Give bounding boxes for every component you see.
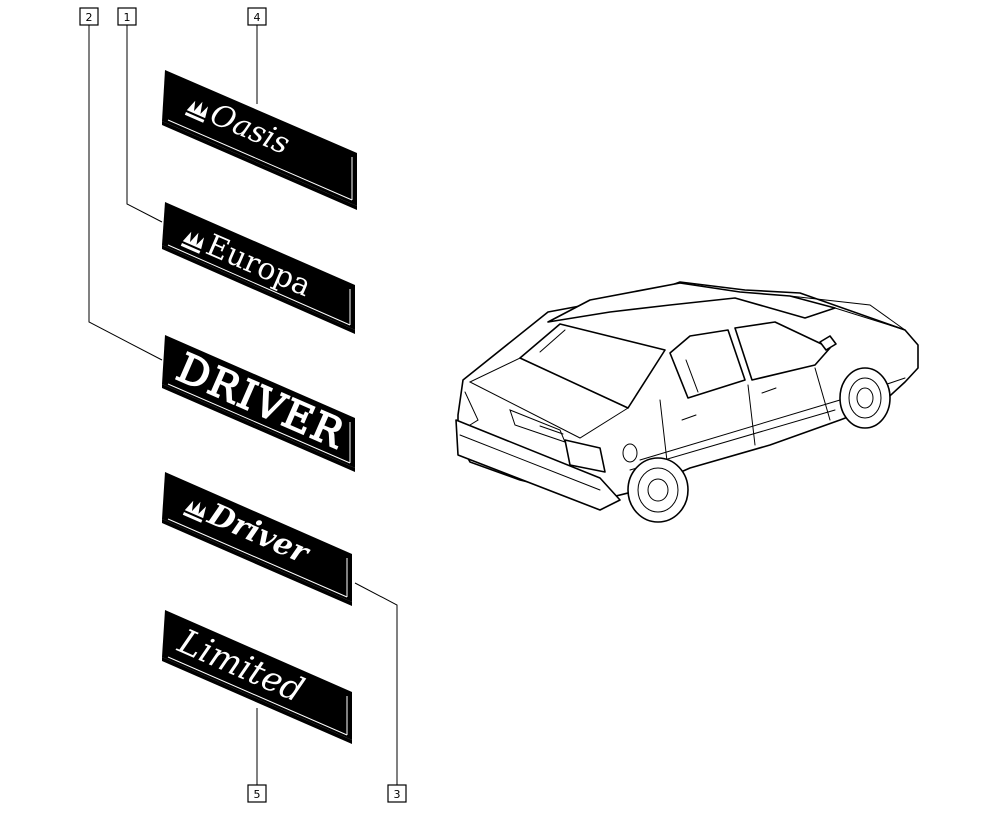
crown-logo-icon (184, 100, 209, 123)
leader-line-3 (354, 582, 398, 785)
car-illustration (455, 281, 919, 523)
badge-driver-caps: DRIVER (162, 335, 355, 472)
callout-3: 3 (387, 784, 407, 803)
callout-5: 5 (247, 784, 267, 803)
badge-oasis: Oasis (162, 70, 357, 210)
crown-logo-icon (182, 500, 207, 523)
callout-5-label: 5 (254, 788, 261, 801)
callout-1: 1 (117, 7, 137, 26)
leader-line-2 (88, 25, 163, 361)
callout-4-label: 4 (254, 11, 261, 24)
callout-1-label: 1 (124, 11, 131, 24)
badge-driver: Driver (162, 472, 352, 606)
callout-3-label: 3 (394, 788, 401, 801)
badge-limited-label: Limited (171, 621, 309, 711)
callout-4: 4 (247, 7, 267, 26)
callout-2: 2 (79, 7, 99, 26)
leader-line-1 (126, 25, 163, 223)
badge-europa: Europa (162, 202, 355, 334)
badge-europa-label: Europa (201, 228, 317, 304)
crown-logo-icon (180, 231, 205, 254)
callout-2-label: 2 (86, 11, 93, 24)
